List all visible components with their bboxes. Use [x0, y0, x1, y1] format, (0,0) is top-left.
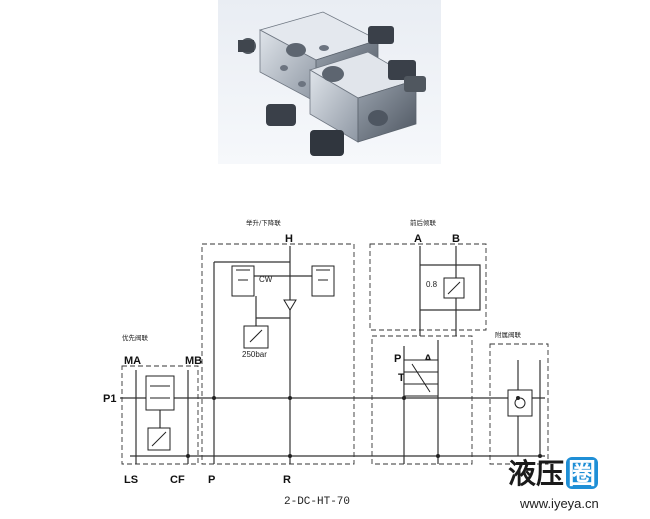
lift-lower-section-box	[201, 243, 355, 465]
port-label-t-valve: T	[398, 372, 405, 384]
port-label-ls: LS	[124, 474, 138, 486]
section-label-accessory: 附属阀联	[495, 330, 522, 339]
accessory-section-box	[489, 343, 549, 465]
junction-dots	[186, 396, 542, 458]
section-label-tilt: 前后倾联	[410, 218, 437, 227]
priority-section-box	[121, 365, 199, 465]
accessory-valve	[507, 389, 533, 417]
section-label-lift: 举升/下降联	[246, 218, 281, 227]
relief-valve-250bar	[243, 325, 269, 349]
orifice-size-label: 0.8	[426, 280, 438, 289]
port-label-r-bottom: R	[283, 474, 291, 486]
port-label-p-valve: P	[394, 353, 401, 365]
priority-valve-spool	[145, 375, 175, 411]
relief-arrow	[249, 329, 263, 343]
port-label-b-top: B	[452, 233, 460, 245]
watermark-url: www.iyeya.cn	[519, 496, 599, 511]
port-label-h: H	[285, 233, 293, 245]
tilt-section-box	[369, 243, 487, 331]
pressure-setting-label: 250bar	[242, 350, 267, 359]
priority-relief-arrow	[151, 431, 167, 447]
port-label-p1: P1	[103, 393, 116, 405]
tilt-valve-section-box	[371, 335, 473, 465]
section-label-priority: 优先阀联	[122, 333, 149, 342]
tilt-spool-symbol	[404, 363, 438, 393]
drawing-number-caption: 2-DC-HT-70	[284, 496, 350, 508]
tilt-relief-arrow	[447, 281, 461, 295]
svg-text:圈: 圈	[568, 457, 596, 490]
solenoid-symbol-left	[236, 269, 250, 281]
svg-text:液压: 液压	[508, 457, 564, 490]
solenoid-symbol-right	[316, 269, 330, 281]
port-label-mb: MB	[185, 355, 202, 367]
port-label-a-top: A	[414, 233, 422, 245]
port-label-a-valve: A	[424, 353, 432, 365]
watermark-logo: 液压 圈 www.iyeya.cn	[508, 457, 599, 511]
priority-spool-symbol	[150, 385, 170, 399]
tilt-directional-valve	[403, 359, 439, 397]
port-label-p-bottom: P	[208, 474, 215, 486]
cw-label: CW	[259, 275, 273, 284]
lift-solenoid-valve-left	[231, 265, 255, 297]
check-valve	[283, 299, 297, 311]
tilt-relief-loop	[420, 264, 481, 311]
valve-block-3d-render	[218, 0, 441, 164]
port-label-ma: MA	[124, 355, 141, 367]
port-label-cf: CF	[170, 474, 185, 486]
lift-solenoid-valve-right	[311, 265, 335, 297]
valve-block-illustration	[238, 11, 426, 156]
